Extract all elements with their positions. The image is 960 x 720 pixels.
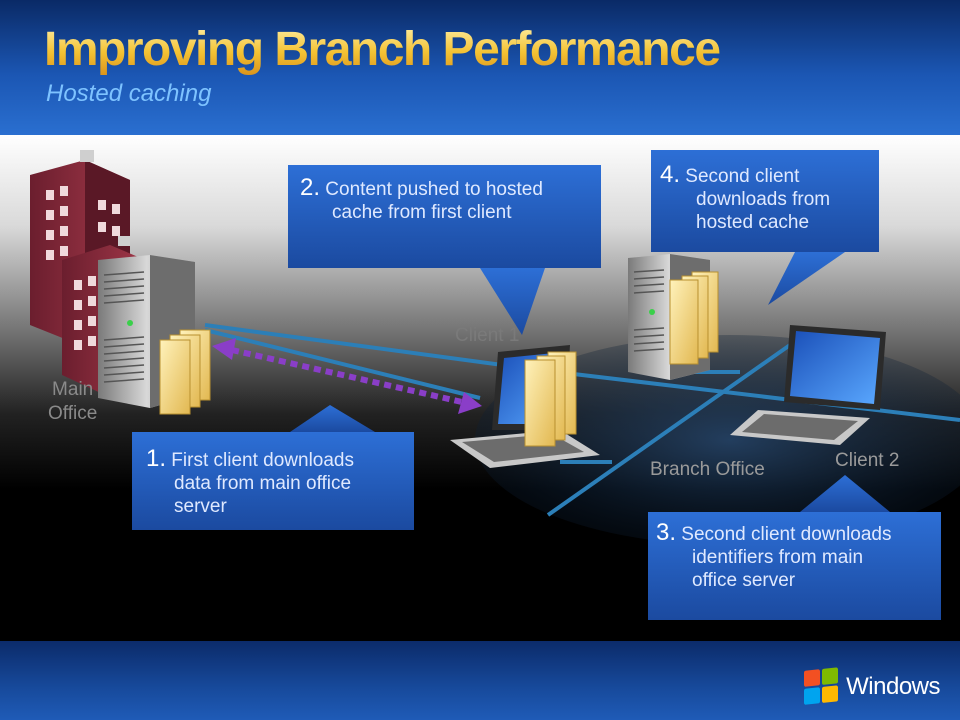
windows-logo: Windows bbox=[804, 667, 940, 707]
callout-2-number: 2. bbox=[300, 174, 321, 201]
folder-icon bbox=[669, 271, 719, 365]
callout-4-number: 4. bbox=[660, 161, 681, 188]
callout-2-line1: Content pushed to hosted bbox=[325, 179, 543, 200]
slide-header: Improving Branch Performance Hosted cach… bbox=[0, 0, 960, 135]
callout-3-line1: Second client downloads bbox=[681, 524, 892, 545]
folder-icon bbox=[159, 329, 211, 415]
branch-office-label: Branch Office bbox=[650, 459, 765, 480]
callout-2-box bbox=[288, 165, 601, 335]
callout-1-line2: data from main office bbox=[174, 473, 352, 494]
main-office-label-line1: Main bbox=[52, 379, 94, 400]
callout-4-line2: downloads from bbox=[696, 189, 831, 210]
client-2-label: Client 2 bbox=[835, 450, 900, 471]
callout-2: 2. Content pushed to hosted cache from f… bbox=[300, 176, 595, 224]
network-links bbox=[204, 323, 960, 517]
slide-subtitle: Hosted caching bbox=[46, 80, 212, 107]
callout-4: 4. Second client downloads from hosted c… bbox=[660, 163, 875, 234]
callout-1-number: 1. bbox=[146, 445, 167, 472]
client-1-label: Client 1 bbox=[455, 325, 520, 346]
callout-4-line3: hosted cache bbox=[696, 212, 810, 233]
callout-1-line1: First client downloads bbox=[171, 450, 354, 471]
windows-brand-text: Windows bbox=[846, 673, 940, 700]
callout-3-number: 3. bbox=[656, 519, 677, 546]
callout-3: 3. Second client downloads identifiers f… bbox=[656, 521, 936, 592]
download-arrow bbox=[212, 338, 482, 414]
callout-3-line2: identifiers from main bbox=[692, 547, 864, 568]
main-office-label: Main Office bbox=[48, 378, 97, 426]
callout-4-line1: Second client bbox=[685, 166, 800, 187]
slide-title: Improving Branch Performance bbox=[44, 23, 721, 76]
windows-logo-icon bbox=[804, 667, 840, 707]
main-office-label-line2: Office bbox=[48, 403, 98, 424]
laptop-icon bbox=[730, 325, 886, 445]
callout-1-line3: server bbox=[174, 496, 227, 517]
callout-3-box bbox=[648, 475, 941, 620]
callout-1-box bbox=[132, 405, 414, 530]
slide-footer: Windows bbox=[0, 641, 960, 720]
folder-icon bbox=[524, 351, 577, 447]
callout-4-box bbox=[651, 150, 879, 305]
callout-1: 1. First client downloads data from main… bbox=[146, 447, 408, 518]
callout-2-line2: cache from first client bbox=[332, 202, 512, 223]
callout-3-line3: office server bbox=[692, 570, 796, 591]
